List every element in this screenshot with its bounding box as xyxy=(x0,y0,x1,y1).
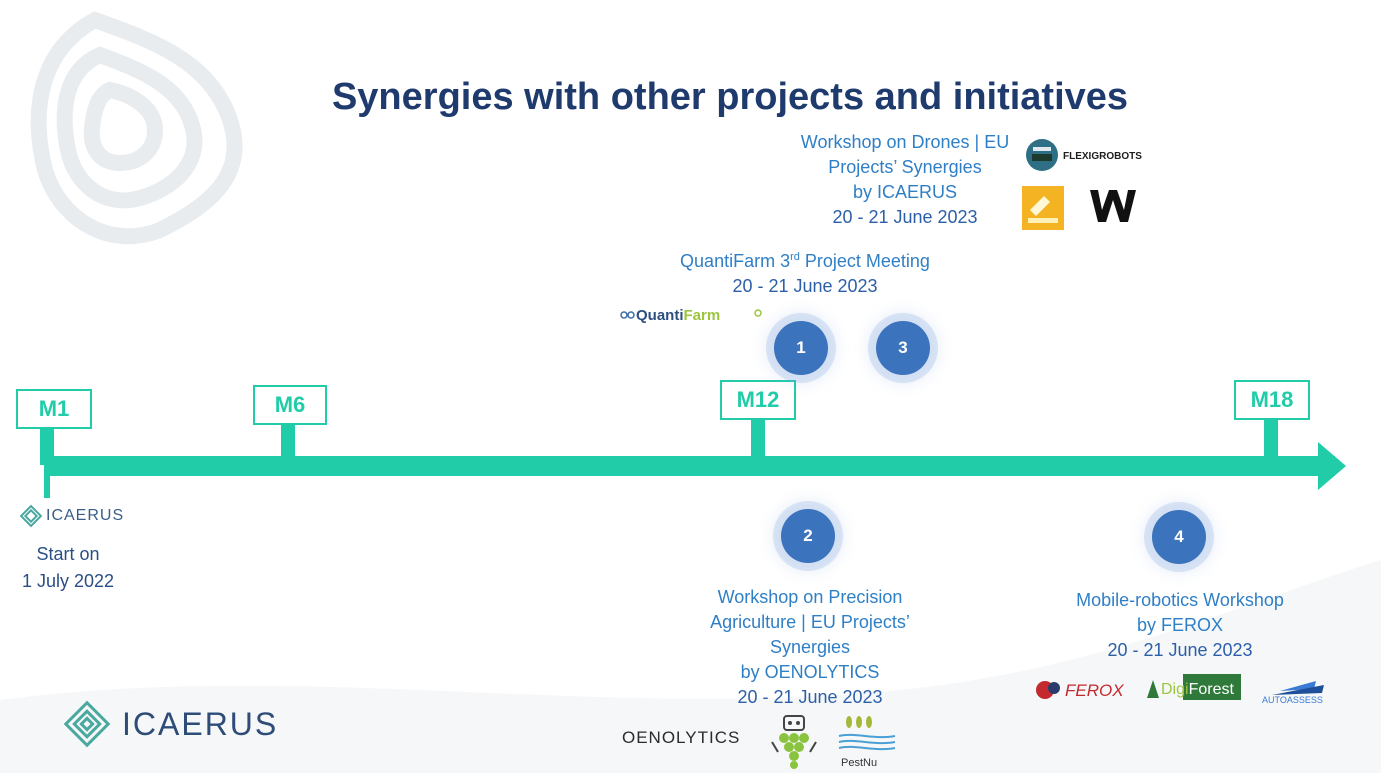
robot-grape-logo xyxy=(768,712,820,772)
page-title: Synergies with other projects and initia… xyxy=(331,76,1129,118)
autoassess-logo-text: AUTOASSESS xyxy=(1262,695,1323,705)
event-4-date: 20 - 21 June 2023 xyxy=(1107,640,1253,660)
event-2-line-2: Agriculture | EU Projects’ xyxy=(710,612,910,632)
flexigrobots-logo-graphic: FLEXIGROBOTS xyxy=(1026,139,1142,171)
digiforest-logo-graphic: DigiForest xyxy=(1147,674,1241,700)
event-badge-4: 4 xyxy=(1152,510,1206,564)
milestone-stem-m6 xyxy=(281,422,295,462)
digiforest-logo-text: DigiForest xyxy=(1161,681,1234,698)
robot-grape-logo-graphic xyxy=(771,715,817,769)
ferox-logo: FEROX xyxy=(1035,677,1135,703)
autoassess-logo: AUTOASSESS xyxy=(1258,675,1338,705)
start-line-2: 1 July 2022 xyxy=(21,571,115,591)
digiforest-logo: DigiForest xyxy=(1143,672,1241,702)
start-line-1: Start on xyxy=(36,544,100,564)
event-4-line-2: by FEROX xyxy=(1136,615,1224,635)
event-2-line-1: Workshop on Precision xyxy=(717,587,903,607)
timeline-arrowhead xyxy=(1318,442,1346,490)
event-3-date: 20 - 21 June 2023 xyxy=(832,207,978,227)
flexigrobots-logo: FLEXIGROBOTS xyxy=(1025,137,1165,173)
ferox-logo-text: FEROX xyxy=(1065,681,1124,700)
event-1-line-1: QuantiFarm 3rd Project Meeting xyxy=(680,251,930,271)
timeline-bar xyxy=(45,456,1335,476)
event-2-line-3: Synergies xyxy=(769,637,851,657)
milestone-m6: M6 xyxy=(253,385,327,425)
yellow-project-logo xyxy=(1022,186,1064,230)
event-3-line-1: Workshop on Drones | EU xyxy=(800,132,1010,152)
pestnu-logo-graphic: PestNu xyxy=(838,716,896,769)
icaerus-footer-logo-text: ICAERUS xyxy=(122,706,279,742)
milestone-stem-m1 xyxy=(40,425,54,465)
milestone-m12: M12 xyxy=(720,380,796,420)
start-label: Start on 1 July 2022 xyxy=(18,541,118,595)
icaerus-footer-logo-icon xyxy=(63,700,111,748)
event-badge-3: 3 xyxy=(876,321,930,375)
icaerus-footer-logo: ICAERUS xyxy=(60,697,290,753)
event-1-date: 20 - 21 June 2023 xyxy=(732,276,878,296)
oenolytics-logo-text: OENOLYTICS xyxy=(622,728,741,747)
milestone-stem-m18 xyxy=(1264,418,1278,462)
quantifarm-logo: QuantiFarm xyxy=(618,303,768,327)
event-1-text: QuantiFarm 3rd Project Meeting 20 - 21 J… xyxy=(640,245,970,299)
event-badge-2: 2 xyxy=(781,509,835,563)
oenolytics-logo: OENOLYTICS xyxy=(622,722,762,752)
icaerus-small-logo-text: ICAERUS xyxy=(46,507,125,524)
event-badge-1: 1 xyxy=(774,321,828,375)
icaerus-small-logo: ICAERUS xyxy=(18,503,148,531)
ferox-logo-graphic: FEROX xyxy=(1036,681,1124,700)
flexigrobots-logo-text: FLEXIGROBOTS xyxy=(1063,151,1142,162)
w-project-logo-graphic xyxy=(1090,190,1136,222)
pestnu-logo: PestNu xyxy=(835,712,905,770)
quantifarm-logo-graphic: QuantiFarm xyxy=(620,307,762,324)
milestone-m18: M18 xyxy=(1234,380,1310,420)
event-4-text: Mobile-robotics Workshop by FEROX 20 - 2… xyxy=(1045,588,1315,663)
event-2-text: Workshop on Precision Agriculture | EU P… xyxy=(665,585,955,710)
event-4-line-1: Mobile-robotics Workshop xyxy=(1076,590,1284,610)
pestnu-logo-text: PestNu xyxy=(841,757,877,769)
autoassess-logo-graphic: AUTOASSESS xyxy=(1262,681,1324,705)
event-2-line-4: by OENOLYTICS xyxy=(740,662,880,682)
event-2-date: 20 - 21 June 2023 xyxy=(737,687,883,707)
milestone-m1: M1 xyxy=(16,389,92,429)
yellow-project-logo-graphic xyxy=(1028,196,1058,223)
icaerus-logo-icon xyxy=(19,504,43,528)
event-3-line-2: Projects’ Synergies xyxy=(828,157,982,177)
w-project-logo xyxy=(1088,186,1138,226)
event-3-text: Workshop on Drones | EU Projects’ Synerg… xyxy=(770,130,1040,230)
quantifarm-logo-text: QuantiFarm xyxy=(636,307,720,324)
milestone-stem-m12 xyxy=(751,418,765,462)
event-3-line-3: by ICAERUS xyxy=(852,182,958,202)
